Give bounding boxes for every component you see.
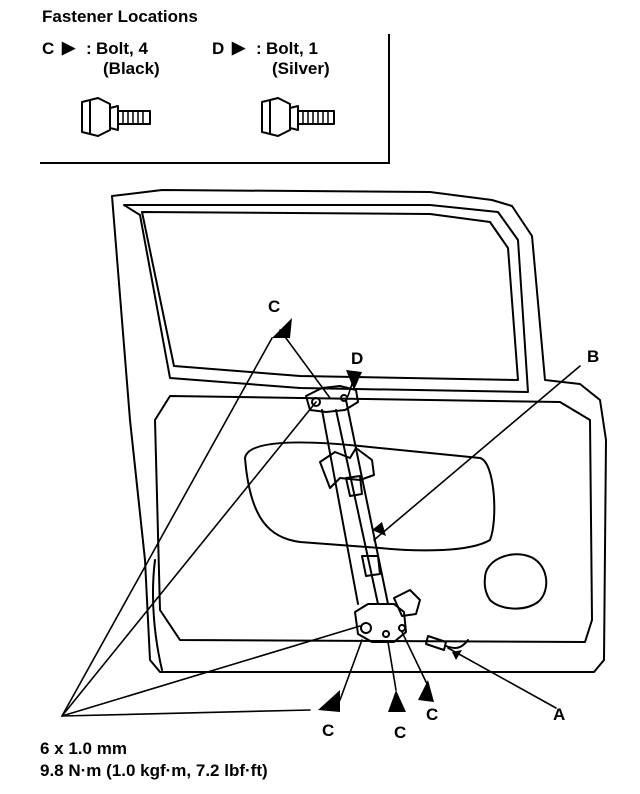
service-opening (244, 441, 496, 552)
bolt-size-spec: 6 x 1.0 mm (40, 739, 127, 758)
fastener-legend-box (40, 34, 390, 164)
legend-d-letter: D (212, 39, 225, 58)
legend-c-color: (Black) (103, 59, 160, 78)
window-motor (354, 603, 407, 643)
bolt-silver-icon (261, 97, 335, 137)
callout-c-top: C (268, 297, 281, 316)
legend-d-separator: : (256, 39, 262, 58)
pointer-triangle-icon (452, 650, 462, 660)
callout-d: D (351, 349, 364, 368)
pointer-triangle-icon (272, 318, 292, 338)
legend-c-desc: Bolt, 4 (96, 39, 148, 58)
callout-a: A (553, 705, 566, 724)
legend-d-desc: Bolt, 1 (266, 39, 318, 58)
pointer-triangle-icon (418, 680, 434, 702)
torque-spec: 9.8 N·m (1.0 kgf·m, 7.2 lbf·ft) (40, 761, 268, 780)
callout-b: B (587, 347, 600, 366)
callout-c-bottom-left: C (322, 721, 335, 740)
legend-c-letter: C (42, 39, 55, 58)
pointer-triangle-icon (372, 522, 386, 536)
door-outline (111, 189, 607, 673)
diagram-title: Fastener Locations (42, 7, 198, 26)
callout-c-bottom-mid: C (394, 723, 407, 742)
legend-d-arrow-icon: ▶ (232, 38, 246, 57)
pointer-triangle-icon (318, 690, 340, 712)
speaker-hole (483, 553, 548, 610)
callout-c-bottom-right: C (426, 705, 439, 724)
pointer-triangle-icon (388, 690, 406, 712)
window-sash (123, 204, 529, 393)
regulator-rail (321, 399, 389, 605)
regulator-upper-bracket (305, 385, 359, 413)
bolt-black-icon (81, 97, 151, 137)
pointer-triangle-icon (346, 370, 362, 390)
legend-d-color: (Silver) (272, 59, 330, 78)
window-opening (141, 211, 519, 381)
legend-c-arrow-icon: ▶ (62, 38, 76, 57)
connector-a (425, 635, 447, 651)
legend-c-separator: : (86, 39, 92, 58)
